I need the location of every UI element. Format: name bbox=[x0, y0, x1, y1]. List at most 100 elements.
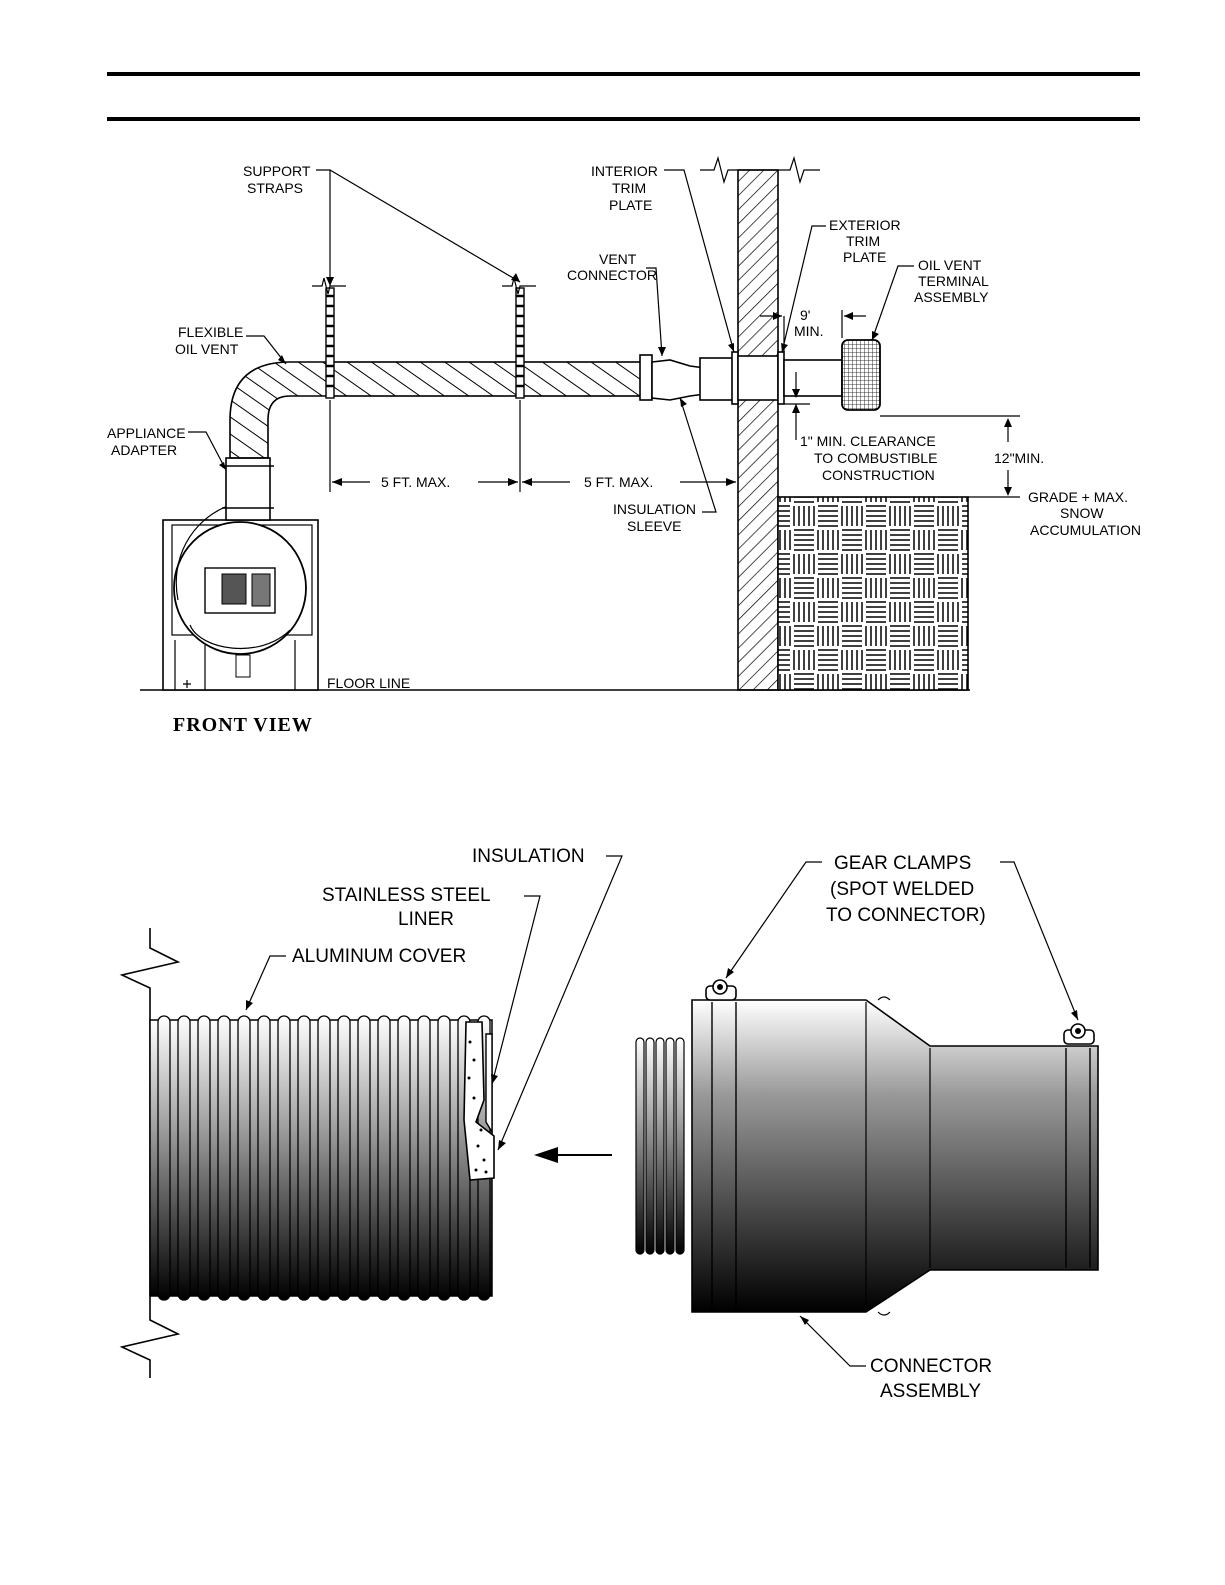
connector-flex-stub bbox=[635, 1037, 685, 1255]
label-vent-connector-2: CONNECTOR bbox=[567, 267, 657, 283]
label-oil-vent-terminal-1: OIL VENT bbox=[918, 257, 982, 273]
pipe-corrugations bbox=[157, 1015, 491, 1301]
pipe-rib bbox=[197, 1015, 211, 1301]
pipe-rib bbox=[397, 1015, 411, 1301]
leader-appliance-adapter bbox=[188, 431, 227, 471]
label-grade-snow-2: SNOW bbox=[1060, 505, 1104, 521]
label-exterior-trim-3: PLATE bbox=[843, 249, 886, 265]
stub-rib bbox=[665, 1037, 675, 1255]
label-oil-vent-terminal-2: TERMINAL bbox=[918, 273, 989, 289]
stub-rib bbox=[655, 1037, 665, 1255]
flexible-oil-vent-run bbox=[329, 361, 643, 397]
label-clearance-3: CONSTRUCTION bbox=[822, 467, 935, 483]
label-appliance-adapter-1: APPLIANCE bbox=[107, 425, 186, 441]
appliance bbox=[162, 504, 319, 691]
pipe-rib bbox=[437, 1015, 451, 1301]
detail-labels: INSULATION STAINLESS STEEL LINER ALUMINU… bbox=[292, 846, 992, 1402]
appliance-adapter bbox=[225, 457, 271, 521]
label-connector-assembly-1: CONNECTOR bbox=[870, 1356, 992, 1377]
label-support-straps-2: STRAPS bbox=[247, 180, 303, 196]
pipe-rib bbox=[177, 1015, 191, 1301]
leader-connector-assembly bbox=[799, 1315, 866, 1367]
label-exterior-trim-1: EXTERIOR bbox=[829, 217, 901, 233]
label-interior-trim-2: TRIM bbox=[612, 180, 646, 196]
pipe-rib bbox=[277, 1015, 291, 1301]
wall-thimble bbox=[737, 355, 779, 401]
insulation-cutaway bbox=[463, 1021, 495, 1181]
leader-aluminum-cover bbox=[245, 955, 286, 1011]
pipe-rib bbox=[417, 1015, 431, 1301]
pipe-rib bbox=[237, 1015, 251, 1301]
label-gear-clamps-1: GEAR CLAMPS bbox=[834, 853, 971, 874]
label-exterior-trim-2: TRIM bbox=[846, 233, 880, 249]
label-clearance-2: TO COMBUSTIBLE bbox=[814, 450, 937, 466]
support-strap-1 bbox=[312, 277, 346, 399]
label-five-ft-1: 5 FT. MAX. bbox=[381, 474, 450, 490]
label-insulation: INSULATION bbox=[472, 846, 585, 867]
label-clearance-1: 1" MIN. CLEARANCE bbox=[800, 433, 936, 449]
stub-rib bbox=[675, 1037, 685, 1255]
wall-section bbox=[737, 169, 779, 691]
pipe-rib bbox=[297, 1015, 311, 1301]
leader-stainless-liner bbox=[491, 895, 541, 1085]
gear-clamp-1 bbox=[705, 979, 737, 1001]
label-five-ft-2: 5 FT. MAX. bbox=[584, 474, 653, 490]
stub-rib bbox=[645, 1037, 655, 1255]
flexible-oil-vent-elbow bbox=[229, 361, 331, 459]
support-strap-2 bbox=[502, 277, 536, 399]
leader-gear-clamp-1 bbox=[725, 861, 822, 979]
label-floor-line: FLOOR LINE bbox=[327, 675, 410, 691]
leader-terminal bbox=[871, 265, 914, 341]
label-nine-min-2: MIN. bbox=[794, 323, 824, 339]
label-gear-clamps-2: (SPOT WELDED bbox=[830, 879, 974, 900]
pipe-rib bbox=[317, 1015, 331, 1301]
label-twelve-min: 12"MIN. bbox=[994, 450, 1044, 466]
leader-insulation-sleeve bbox=[679, 397, 717, 513]
label-flexible-oil-vent-2: OIL VENT bbox=[175, 341, 239, 357]
front-view-title: FRONT VIEW bbox=[173, 714, 313, 736]
label-vent-connector-1: VENT bbox=[599, 251, 637, 267]
pipe-rib bbox=[257, 1015, 271, 1301]
front-view bbox=[140, 155, 1020, 691]
leader-vent-connector bbox=[646, 267, 663, 357]
gear-clamp-2 bbox=[1063, 1023, 1095, 1045]
vent-connector bbox=[639, 354, 739, 401]
leader-insulation bbox=[497, 855, 623, 1151]
label-support-straps-1: SUPPORT bbox=[243, 163, 311, 179]
interior-trim-plate bbox=[731, 351, 739, 405]
leader-exterior-trim bbox=[781, 225, 826, 353]
leader-interior-trim bbox=[664, 169, 735, 353]
stub-rib bbox=[635, 1037, 645, 1255]
label-appliance-adapter-2: ADAPTER bbox=[111, 442, 177, 458]
front-view-labels: SUPPORT STRAPS FLEXIBLE OIL VENT APPLIAN… bbox=[107, 163, 1141, 736]
label-nine-min-1: 9' bbox=[800, 307, 810, 323]
label-flexible-oil-vent-1: FLEXIBLE bbox=[178, 324, 243, 340]
exterior-trim-plate bbox=[777, 351, 785, 405]
label-gear-clamps-3: TO CONNECTOR) bbox=[826, 905, 986, 926]
label-grade-snow-1: GRADE + MAX. bbox=[1028, 489, 1128, 505]
leader-gear-clamp-2 bbox=[1000, 861, 1079, 1021]
oil-vent-terminal bbox=[841, 339, 881, 411]
label-interior-trim-1: INTERIOR bbox=[591, 163, 658, 179]
stainless-steel-liner-edge bbox=[485, 1033, 493, 1135]
wall-break-line bbox=[700, 155, 820, 185]
label-stainless-steel-2: LINER bbox=[398, 909, 454, 930]
label-interior-trim-3: PLATE bbox=[609, 197, 652, 213]
pipe-rib bbox=[357, 1015, 371, 1301]
label-aluminum-cover: ALUMINUM COVER bbox=[292, 946, 466, 967]
pipe-rib bbox=[337, 1015, 351, 1301]
grade-earth bbox=[777, 496, 969, 691]
label-insulation-sleeve-2: SLEEVE bbox=[627, 518, 681, 534]
pipe-rib bbox=[377, 1015, 391, 1301]
label-oil-vent-terminal-3: ASSEMBLY bbox=[914, 289, 989, 305]
leader-support-straps bbox=[316, 169, 521, 286]
label-grade-snow-3: ACCUMULATION bbox=[1030, 522, 1141, 538]
label-connector-assembly-2: ASSEMBLY bbox=[880, 1381, 981, 1402]
exterior-vent-pipe bbox=[783, 359, 843, 397]
label-insulation-sleeve-1: INSULATION bbox=[613, 501, 696, 517]
pipe-rib bbox=[157, 1015, 171, 1301]
leader-flexible-oil-vent bbox=[246, 335, 287, 365]
connector-assembly bbox=[635, 996, 1099, 1316]
label-stainless-steel-1: STAINLESS STEEL bbox=[322, 885, 491, 906]
